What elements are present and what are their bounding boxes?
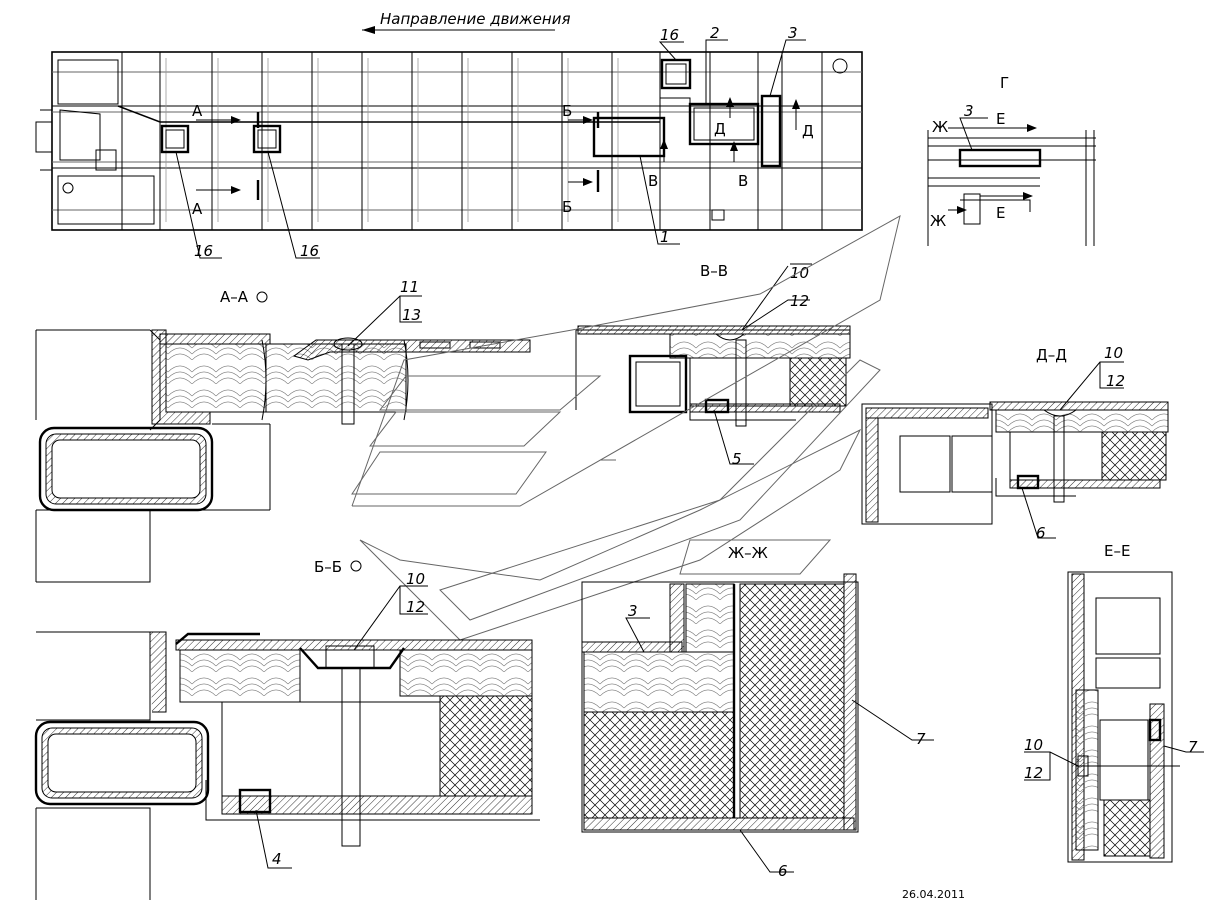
callout-12-vv: 12 <box>790 292 809 310</box>
callout-12-bb: 12 <box>406 598 425 616</box>
section-dd-title: Д–Д <box>1036 346 1067 364</box>
cut-label-v-right: В <box>738 172 748 190</box>
cut-label-zh-top: Ж <box>932 118 948 136</box>
cut-label-b-top: Б <box>562 102 572 120</box>
callout-3-plan: 3 <box>788 24 798 42</box>
section-vv: В–В 10 12 5 <box>575 262 851 468</box>
callout-10-vv: 10 <box>790 264 809 282</box>
cut-label-v-left: В <box>648 172 658 190</box>
section-aa-title: А–А <box>220 288 249 306</box>
section-bb: Б–Б 10 12 4 <box>34 558 540 900</box>
cut-label-e-top: Е <box>996 110 1005 128</box>
callout-6-dd: 6 <box>1036 524 1046 542</box>
callout-7-ee: 7 <box>1188 738 1198 756</box>
cut-label-a-bottom: А <box>192 200 203 218</box>
cut-label-d-right: Д <box>802 122 814 140</box>
section-bb-title: Б–Б <box>314 558 342 576</box>
projection-lines <box>351 215 901 641</box>
bus-frame-plan: А А Б Б В В Д Д 16 16 16 2 3 1 <box>35 24 863 260</box>
callout-6-zz: 6 <box>778 862 788 880</box>
callout-16-right: 16 <box>660 26 679 44</box>
section-vv-title: В–В <box>700 262 728 280</box>
callout-16-left: 16 <box>194 242 213 260</box>
callout-11: 11 <box>400 278 419 296</box>
part-2 <box>688 102 760 146</box>
callout-4: 4 <box>272 850 282 868</box>
view-g: Г Ж Ж Е Е 3 <box>927 74 1096 246</box>
cut-label-d-left: Д <box>714 120 726 138</box>
cut-label-zh-bottom: Ж <box>930 212 946 230</box>
rotate-icon-bb <box>350 560 362 572</box>
callout-12-dd: 12 <box>1106 372 1125 390</box>
callout-10-dd: 10 <box>1104 344 1123 362</box>
section-ee-title: Е–Е <box>1104 542 1130 560</box>
cut-label-e-bottom: Е <box>996 204 1005 222</box>
part-1 <box>592 116 666 158</box>
section-aa: А–А 11 13 <box>35 278 531 583</box>
rotate-icon <box>256 291 268 303</box>
hatch-16-b <box>252 124 282 154</box>
callout-2-plan: 2 <box>710 24 720 42</box>
date-stamp: 26.04.2011 <box>902 888 965 901</box>
callout-12-ee: 12 <box>1024 764 1043 782</box>
callout-10-ee: 10 <box>1024 736 1043 754</box>
callout-5: 5 <box>732 450 742 468</box>
callout-3-zz: 3 <box>628 602 638 620</box>
callout-10-bb: 10 <box>406 570 425 588</box>
section-zz-title: Ж–Ж <box>728 544 768 562</box>
view-g-title: Г <box>1000 74 1009 92</box>
direction-title: Направление движения <box>380 10 570 28</box>
direction-header: Направление движения <box>362 10 570 34</box>
part-3 <box>760 94 782 168</box>
cut-label-b-bottom: Б <box>562 198 572 216</box>
section-ee: Е–Е 7 10 12 <box>1024 542 1204 863</box>
callout-16-mid: 16 <box>300 242 319 260</box>
callout-3-view-g: 3 <box>964 102 974 120</box>
callout-7-zz: 7 <box>916 730 926 748</box>
section-dd: Д–Д 10 12 6 <box>861 344 1169 542</box>
direction-arrow-icon <box>362 26 375 34</box>
cut-label-a-top: А <box>192 102 203 120</box>
section-zz: Ж–Ж 3 7 6 <box>581 544 934 880</box>
callout-13: 13 <box>402 306 421 324</box>
callout-1-plan: 1 <box>660 228 670 246</box>
hatch-16-a <box>160 124 190 154</box>
